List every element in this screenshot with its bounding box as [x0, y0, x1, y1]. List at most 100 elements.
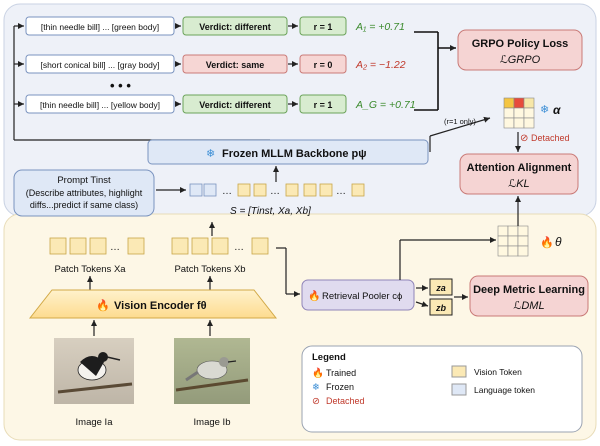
vision-token: [285, 183, 299, 197]
reward-box: [299, 16, 347, 36]
alpha-label: α: [553, 103, 561, 117]
grpo-title: GRPO Policy Loss: [472, 38, 569, 50]
attention-alignment-title: Attention Alignment: [467, 162, 572, 174]
sequence-formula: S = [Tinst, Xa, Xb]: [230, 206, 311, 217]
reward-text: r = 1: [314, 22, 333, 32]
legend: Legend 🔥 Trained ❄ Frozen ⊘ Detached Vis…: [301, 345, 583, 433]
heatmap-cell: [513, 117, 525, 129]
trained-icon-pooler: 🔥: [308, 289, 320, 302]
verdict-text: Verdict: different: [199, 100, 271, 110]
zb-box: zb: [429, 298, 453, 316]
patch-token: [49, 237, 67, 255]
token-ellipsis: …: [270, 186, 280, 197]
token-ellipsis: …: [336, 186, 346, 197]
heatmap-cell: [517, 245, 529, 257]
heatmap-cell: [513, 97, 525, 109]
patch-token: [69, 237, 87, 255]
sequence-tokens: … … …: [189, 183, 365, 197]
patch-tokens-b: …: [171, 237, 269, 255]
patch-token: [171, 237, 189, 255]
legend-language-token-swatch: [451, 383, 467, 396]
token-ellipsis: …: [222, 186, 232, 197]
heatmap-cell: [523, 97, 535, 109]
reward-box: [299, 54, 347, 74]
language-token: [189, 183, 203, 197]
legend-trained-label: Trained: [326, 368, 356, 378]
patch-token: [127, 237, 145, 255]
verdict-text: Verdict: different: [199, 22, 271, 32]
heatmap-cell: [503, 107, 515, 119]
advantage-text: A₁ = +0.71: [355, 21, 405, 33]
rollout-prompt-text: [thin needle bill] ... [green body]: [41, 22, 159, 32]
image-b: [174, 338, 250, 404]
trained-icon-theta: 🔥: [540, 236, 554, 249]
patch-token: [191, 237, 209, 255]
vision-encoder-label: Vision Encoder fθ: [114, 300, 207, 312]
reward-box: [299, 94, 347, 114]
prompt-box: Prompt Tinst (Describe attributes, highl…: [13, 169, 155, 217]
image-a: [54, 338, 134, 404]
trained-icon-encoder: 🔥: [96, 299, 110, 312]
retrieval-pooler-label: Retrieval Pooler cϕ: [322, 291, 402, 302]
zb-label: zb: [435, 303, 447, 313]
legend-frozen-label: Frozen: [326, 382, 354, 392]
attention-map-alpha: ❄ α: [503, 97, 561, 129]
grpo-bracket: [414, 31, 456, 111]
patch-token: [251, 237, 269, 255]
heatmap-cell: [513, 107, 525, 119]
za-label: za: [435, 283, 446, 293]
za-box: za: [429, 278, 453, 296]
legend-title: Legend: [312, 352, 346, 363]
mllm-to-alpha-arrow: [429, 116, 491, 152]
rollout-prompt-box: [25, 54, 175, 74]
rollout-row: [thin needle bill] ... [yellow body]Verd…: [25, 94, 416, 114]
legend-vision-token-label: Vision Token: [474, 367, 522, 377]
detached-icon: ⊘: [520, 133, 528, 144]
patch-tokens-a: …: [49, 237, 145, 255]
legend-trained-icon: 🔥: [312, 367, 324, 379]
rollout-row: [short conical bill] ... [gray body]Verd…: [25, 54, 406, 74]
rollout-prompt-box: [25, 94, 175, 114]
verdict-box: [182, 16, 288, 36]
rollout-row: [thin needle bill] ... [green body] Verdi…: [25, 16, 405, 36]
vision-token: [351, 183, 365, 197]
heatmap-cell: [497, 245, 509, 257]
advantage-text: A_G = +0.71: [355, 99, 416, 111]
detached-label-top: Detached: [531, 133, 570, 143]
prompt-title: Prompt Tinst: [57, 175, 111, 186]
mllm-title: Frozen MLLM Backbone pψ: [222, 148, 367, 160]
attention-alignment-box: Attention Alignment ℒKL: [459, 153, 579, 195]
heatmap-cell: [507, 245, 519, 257]
pooler-to-zb-arrow: [415, 301, 429, 307]
theta-label: θ: [555, 235, 562, 249]
image-b-label: Image Ib: [194, 417, 231, 428]
dml-box: Deep Metric Learning ℒDML: [469, 275, 589, 317]
legend-vision-token-swatch: [451, 365, 467, 378]
heatmap-cell: [507, 225, 519, 237]
image-a-label: Image Ia: [76, 417, 114, 428]
pooler-to-theta-arrow: [399, 237, 496, 280]
reward-text: r = 0: [314, 60, 333, 70]
attention-alignment-formula: ℒKL: [508, 178, 529, 190]
grpo-formula: ℒGRPO: [500, 54, 541, 66]
vision-token: [319, 183, 333, 197]
heatmap-cell: [517, 235, 529, 247]
rollout-ellipsis: • • •: [110, 78, 131, 93]
patch-token: [89, 237, 107, 255]
grpo-loss-box: GRPO Policy Loss ℒGRPO: [457, 29, 583, 71]
frozen-icon-alpha: ❄: [540, 104, 549, 116]
legend-detached-label: Detached: [326, 396, 365, 406]
reward-text: r = 1: [314, 100, 333, 110]
heatmap-cell: [497, 235, 509, 247]
mllm-backbone-box: ❄ Frozen MLLM Backbone pψ: [147, 139, 429, 165]
vision-token: [303, 183, 317, 197]
legend-detached-icon: ⊘: [312, 396, 320, 407]
token-ellipsis: …: [234, 242, 244, 253]
heatmap-cell: [497, 225, 509, 237]
legend-language-token-label: Language token: [474, 385, 535, 395]
heatmap-cell: [517, 225, 529, 237]
prompt-line-2: diffs...predict if same class): [30, 200, 138, 210]
heatmap-cell: [503, 117, 515, 129]
dml-formula: ℒDML: [513, 300, 544, 312]
